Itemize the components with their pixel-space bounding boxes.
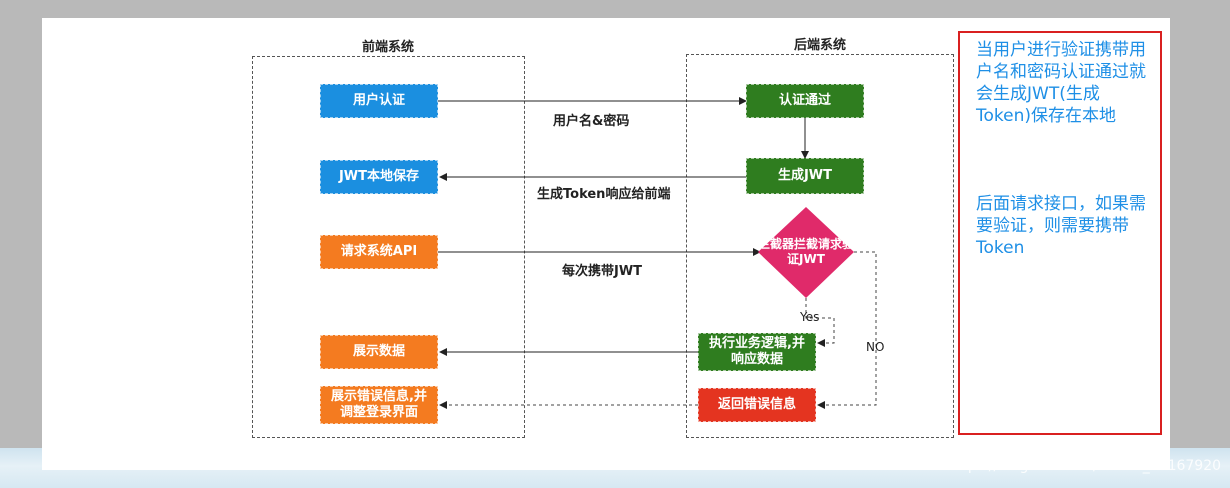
label-yes: Yes [800, 310, 820, 324]
backend-title: 后端系统 [793, 38, 846, 53]
arrow-no-path [817, 251, 877, 409]
interceptor-label: 拦截器拦截请求验证JWT [757, 237, 854, 266]
label-gen-token-response: 生成Token响应给前端 [537, 187, 671, 202]
gen-jwt-box: 生成JWT [746, 158, 864, 194]
note-paragraph-2: 后面请求接口，如果需要验证，则需要携带Token [976, 194, 1146, 258]
frontend-title: 前端系统 [361, 40, 414, 55]
backend-panel [686, 54, 954, 438]
note-paragraph-1: 当用户进行验证携带用户名和密码认证通过就会生成JWT(生成Token)保存在本地 [976, 40, 1146, 126]
jwt-local-save-box: JWT本地保存 [320, 160, 438, 194]
label-no: NO [866, 340, 885, 354]
frontend-panel [252, 56, 525, 438]
label-each-carry-jwt: 每次携带JWT [562, 264, 643, 279]
return-error-box: 返回错误信息 [698, 388, 816, 422]
watermark-text: https://blog.csdn.net/weixin_44167920 [948, 458, 1222, 474]
show-error-box: 展示错误信息,并调整登录界面 [320, 386, 438, 424]
interceptor-diamond [758, 207, 854, 298]
user-auth-box: 用户认证 [320, 84, 438, 118]
arrow-yes-path [805, 298, 835, 347]
explanation-note: 当用户进行验证携带用户名和密码认证通过就会生成JWT(生成Token)保存在本地… [958, 31, 1162, 435]
request-api-box: 请求系统API [320, 235, 438, 269]
label-username-password: 用户名&密码 [553, 114, 630, 129]
exec-logic-box: 执行业务逻辑,并响应数据 [698, 333, 816, 371]
show-data-box: 展示数据 [320, 335, 438, 369]
auth-pass-box: 认证通过 [746, 84, 864, 118]
